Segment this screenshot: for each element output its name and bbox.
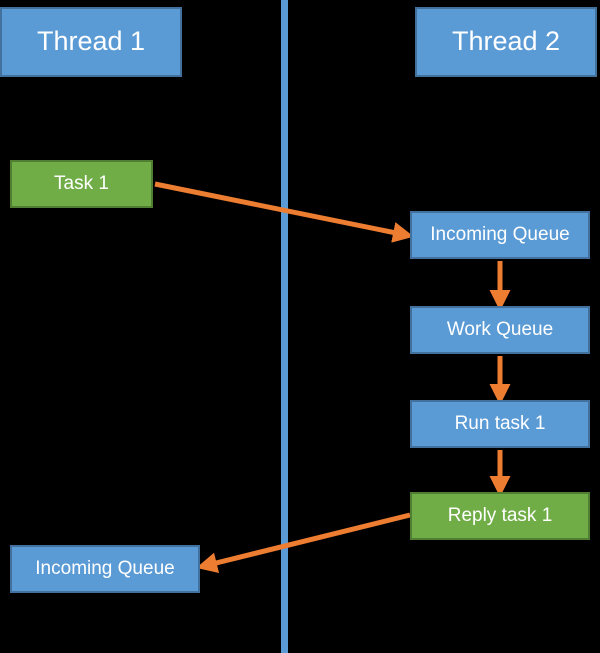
node-label: Work Queue [446, 318, 554, 340]
node-label: Thread 1 [36, 26, 146, 57]
node-task-1[interactable]: Task 1 [10, 160, 153, 208]
node-label: Run task 1 [454, 412, 546, 434]
node-label: Task 1 [54, 172, 109, 194]
node-thread-2-header[interactable]: Thread 2 [415, 7, 597, 77]
node-incoming-queue-t1[interactable]: Incoming Queue [10, 545, 200, 593]
node-label: Incoming Queue [430, 223, 570, 245]
node-incoming-queue-t2[interactable]: Incoming Queue [410, 211, 590, 259]
node-label: Thread 2 [451, 26, 561, 57]
node-label: Incoming Queue [35, 557, 175, 579]
node-reply-task-1[interactable]: Reply task 1 [410, 492, 590, 540]
node-label: Reply task 1 [447, 504, 553, 526]
node-thread-1-header[interactable]: Thread 1 [0, 7, 182, 77]
node-run-task-1[interactable]: Run task 1 [410, 400, 590, 448]
thread-boundary-divider [281, 0, 288, 653]
node-work-queue[interactable]: Work Queue [410, 306, 590, 354]
arrow-reply-to-incoming-t1 [196, 512, 411, 574]
